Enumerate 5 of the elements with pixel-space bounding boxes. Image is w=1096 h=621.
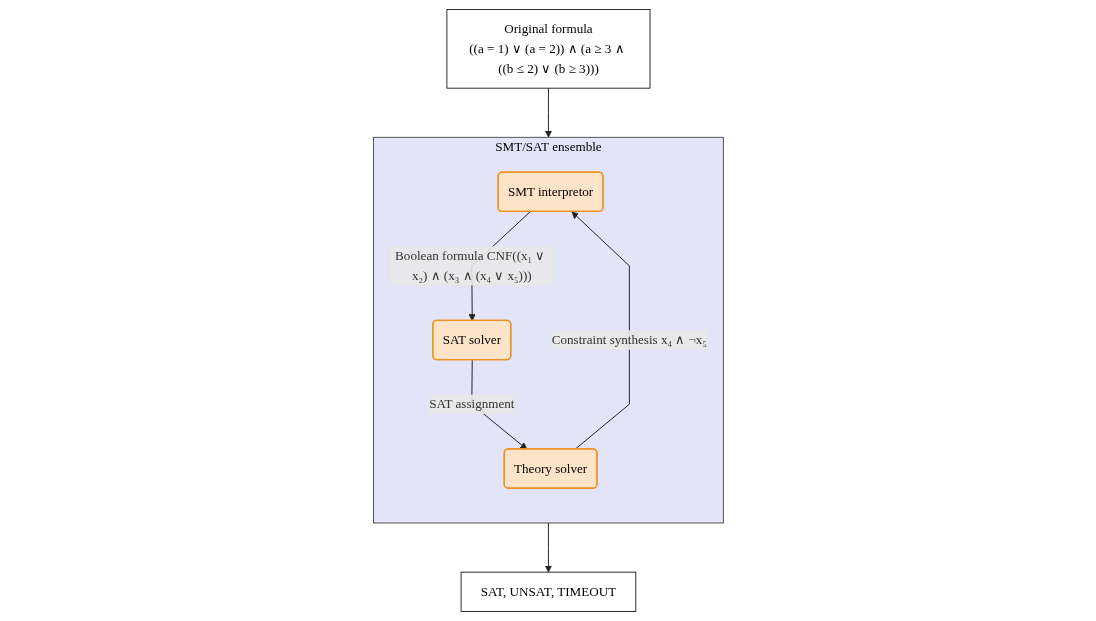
edge-label: Constraint synthesis x₄ ∧ ¬x₅ — [551, 332, 707, 347]
node-box: Original formula ((a = 1) ∨ (a = 2)) ∧ (a ≥ 3 ∧ ((b ≤ 2) ∨ (b ≥ 3))) — [446, 9, 650, 89]
edge-label: Boolean formula CNF((x₁ ∨ x₂) ∧ (x₃ ∧ (x₄ ∨ x₅))) — [394, 248, 545, 283]
edge-label: SAT assignment — [428, 396, 515, 411]
node-box: SAT, UNSAT, TIMEOUT — [460, 571, 636, 612]
